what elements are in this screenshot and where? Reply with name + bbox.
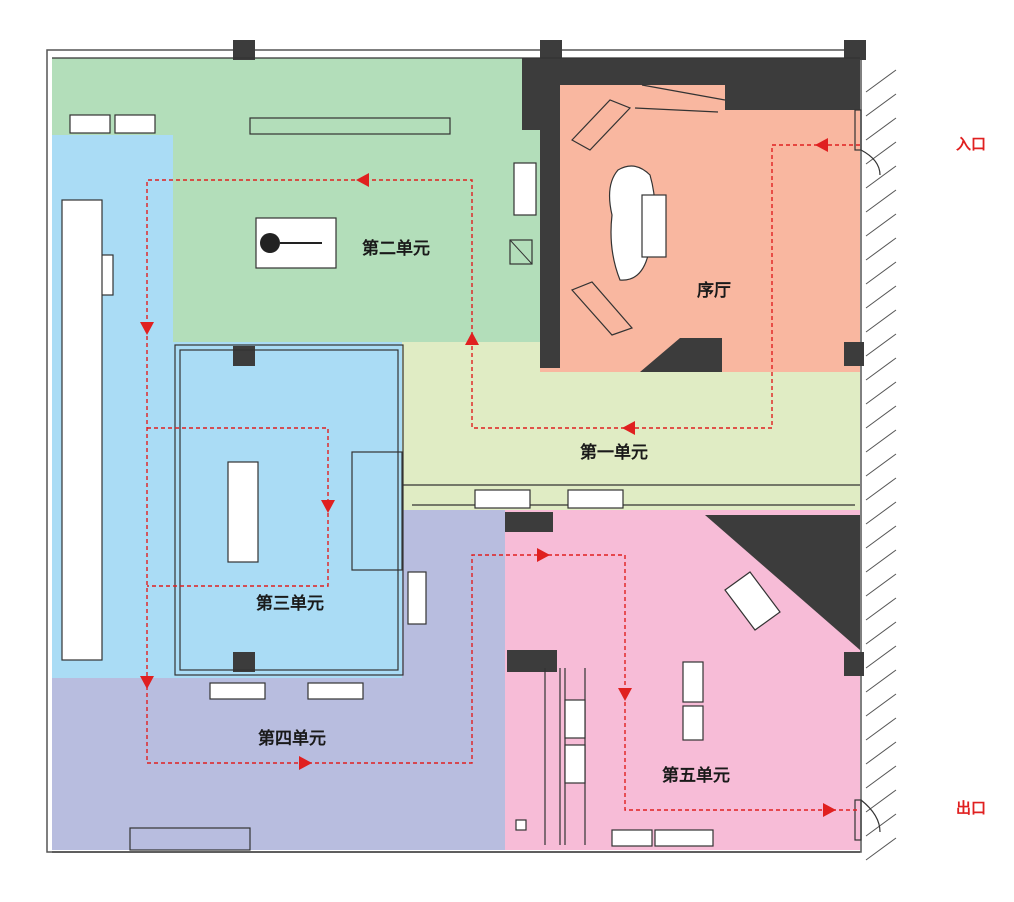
route-arrow — [537, 548, 550, 562]
column — [233, 346, 255, 366]
column — [844, 652, 864, 676]
display-cases — [61, 114, 781, 851]
label-entrance: 入口 — [956, 135, 986, 153]
label-unit2: 第二单元 — [362, 238, 430, 259]
route-arrow — [140, 676, 154, 689]
label-exit: 出口 — [956, 799, 986, 817]
zone-unit2 — [52, 58, 540, 342]
zone-unit3 — [52, 135, 402, 678]
route-arrow — [815, 138, 828, 152]
column — [233, 652, 255, 672]
label-unit5: 第五单元 — [662, 765, 730, 786]
visitor-route — [140, 138, 860, 817]
route-arrow — [299, 756, 312, 770]
route-arrow — [618, 688, 632, 701]
route-arrow — [356, 173, 369, 187]
wall-unit5-corner — [705, 515, 860, 650]
column — [540, 40, 562, 60]
wall-prelude-south — [640, 338, 722, 372]
wall-lines — [52, 57, 881, 853]
exterior-hatch — [865, 69, 897, 861]
column — [844, 40, 866, 60]
label-unit4: 第四单元 — [258, 728, 326, 749]
route-arrow — [321, 500, 335, 513]
route-arrow — [622, 421, 635, 435]
route-arrow — [140, 322, 154, 335]
route-arrow — [465, 332, 479, 345]
route-arrow — [823, 803, 836, 817]
label-unit3: 第三单元 — [256, 593, 324, 614]
wall-prelude-north — [522, 58, 860, 368]
wall-mid-block — [505, 512, 553, 532]
column — [844, 342, 864, 366]
label-unit1: 第一单元 — [580, 442, 648, 463]
label-prelude: 序厅 — [697, 280, 731, 301]
zone-prelude — [540, 75, 860, 372]
wall-unit4-column — [507, 650, 557, 672]
zone-unit4 — [52, 510, 505, 850]
column — [233, 40, 255, 60]
